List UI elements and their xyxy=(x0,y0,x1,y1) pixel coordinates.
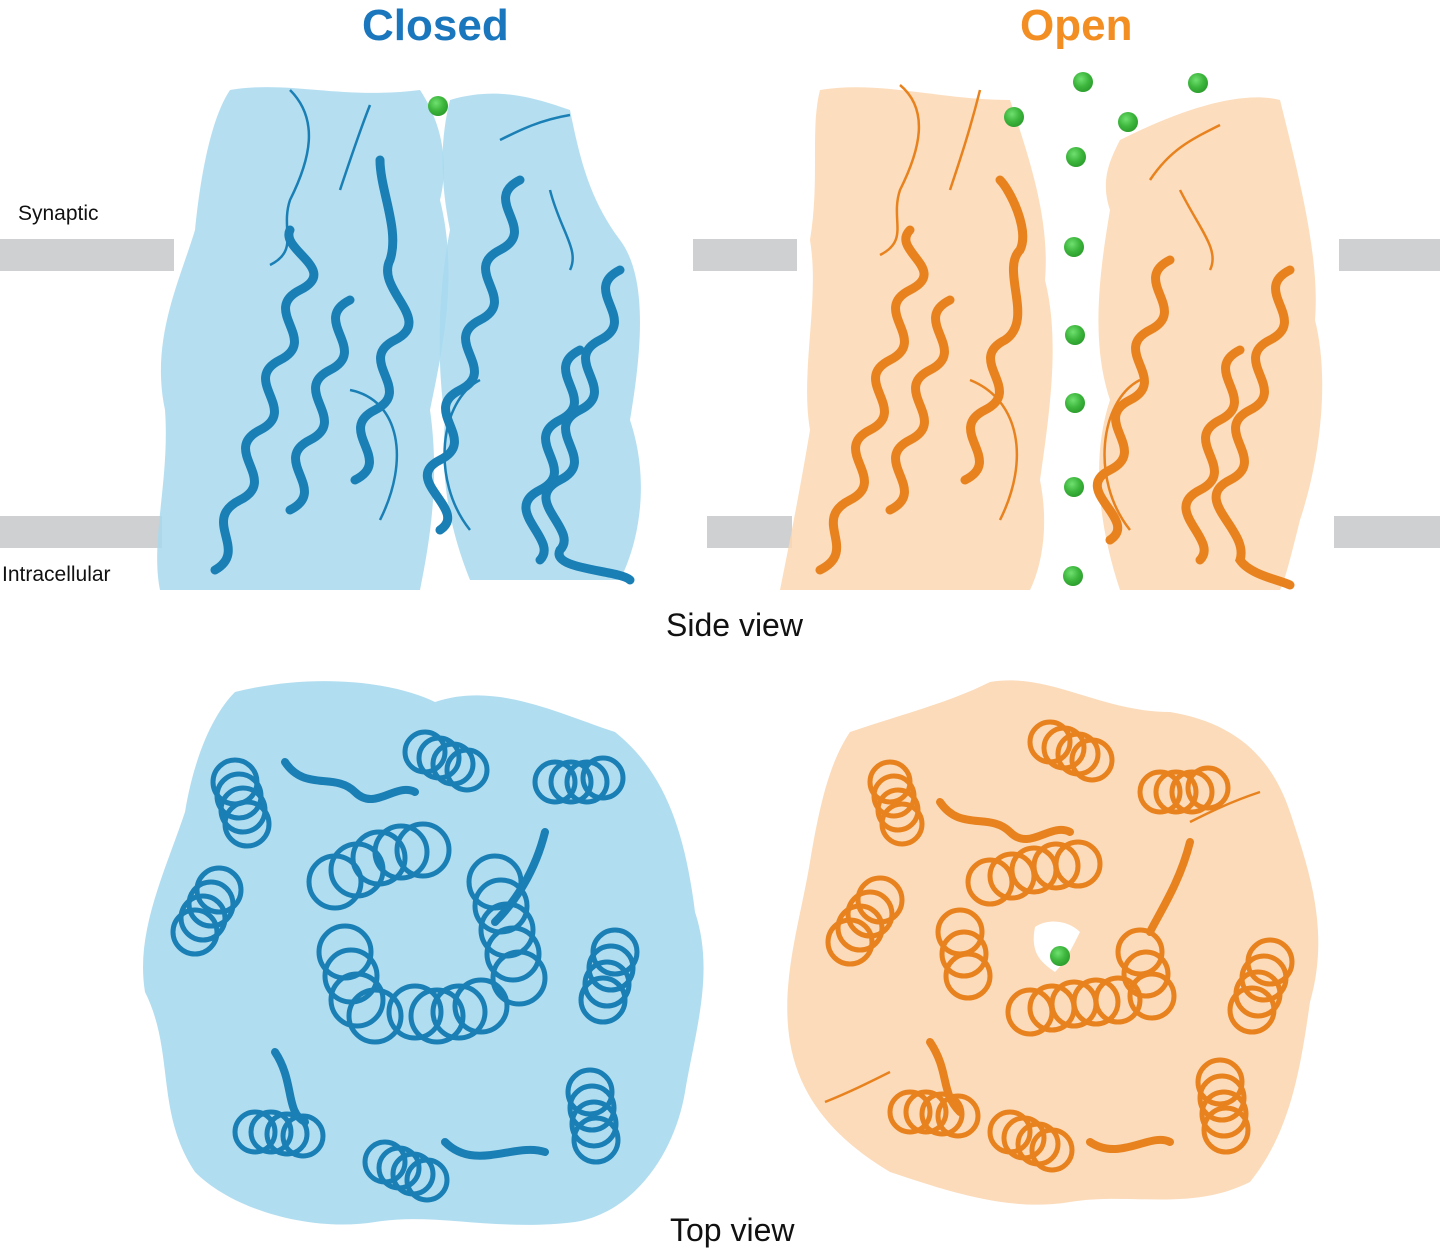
closed-top-structure-illustration xyxy=(143,681,704,1225)
ion-sphere xyxy=(1073,72,1093,92)
top-view-caption: Top view xyxy=(670,1212,795,1248)
closed-side-structure-illustration xyxy=(157,87,641,590)
membrane-bar-synaptic-left xyxy=(0,239,174,271)
open-side-view-panel xyxy=(780,72,1340,591)
ion-sphere xyxy=(1065,325,1085,345)
membrane-bar-synaptic-middle xyxy=(693,239,797,271)
closed-state-title: Closed xyxy=(362,1,509,50)
side-view-caption: Side view xyxy=(666,607,803,643)
intracellular-label: Intracellular xyxy=(2,563,111,586)
open-top-structure-illustration xyxy=(787,680,1319,1205)
membrane-bar-intracellular-right xyxy=(1334,516,1440,548)
closed-top-view-panel xyxy=(135,672,715,1232)
ion-sphere xyxy=(1188,73,1208,93)
synaptic-label: Synaptic xyxy=(18,202,99,225)
membrane-bar-synaptic-right xyxy=(1339,239,1440,271)
closed-side-view-panel xyxy=(140,80,700,590)
ion-sphere xyxy=(1064,237,1084,257)
open-top-view-panel xyxy=(770,672,1330,1212)
membrane-bar-intracellular-left xyxy=(0,516,162,548)
open-side-structure-illustration xyxy=(780,84,1323,591)
ion-sphere xyxy=(1066,147,1086,167)
ion-sphere xyxy=(1004,107,1024,127)
membrane-bar-intracellular-middle xyxy=(707,516,792,548)
ion-sphere xyxy=(1065,393,1085,413)
ion-sphere xyxy=(428,96,448,116)
ion-sphere xyxy=(1118,112,1138,132)
ion-sphere xyxy=(1063,566,1083,586)
open-state-title: Open xyxy=(1020,1,1133,50)
ion-sphere xyxy=(1050,946,1070,966)
ion-sphere xyxy=(1064,477,1084,497)
